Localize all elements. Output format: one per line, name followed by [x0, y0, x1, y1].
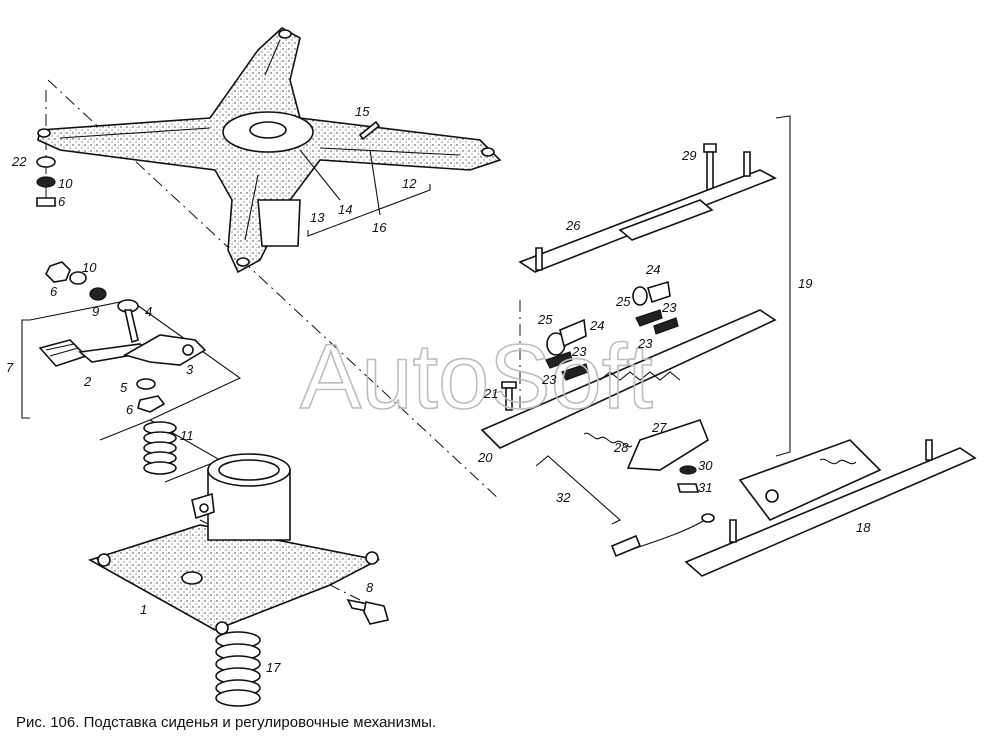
callout-19: 19: [798, 276, 812, 291]
callout-2: 2: [83, 374, 92, 389]
callout-5: 5: [120, 380, 128, 395]
callout-25: 25: [615, 294, 631, 309]
callout-24: 24: [589, 318, 604, 333]
spring-part-11: [99, 419, 222, 483]
callout-6: 6: [126, 402, 134, 417]
callout-6: 6: [50, 284, 58, 299]
callout-12: 12: [402, 176, 417, 191]
callout-4: 4: [145, 304, 152, 319]
spring-part-17: [215, 631, 261, 707]
callout-22: 22: [11, 154, 27, 169]
callout-labels: 22 10 6 15 12 14 13 16 10 6 9 4 7 2 3 5 …: [6, 104, 871, 675]
callout-15: 15: [355, 104, 370, 119]
callout-17: 17: [266, 660, 281, 675]
callout-1: 1: [140, 602, 147, 617]
callout-31: 31: [698, 480, 712, 495]
callout-10: 10: [82, 260, 97, 275]
callout-21: 21: [483, 386, 498, 401]
callout-23: 23: [541, 372, 557, 387]
bracket-13-16: [299, 149, 431, 237]
callout-16: 16: [372, 220, 387, 235]
bolt-part-8: [346, 598, 390, 625]
base-plate-part-1: [87, 453, 381, 635]
callout-25: 25: [537, 312, 553, 327]
callout-23: 23: [571, 344, 587, 359]
callout-18: 18: [856, 520, 871, 535]
cross-base-part-12: [37, 27, 502, 274]
callout-24: 24: [645, 262, 660, 277]
callout-20: 20: [477, 450, 493, 465]
callout-11: 11: [180, 428, 194, 443]
callout-10: 10: [58, 176, 73, 191]
callout-32: 32: [556, 490, 571, 505]
callout-9: 9: [92, 304, 99, 319]
rail-assembly-part-19: [480, 115, 791, 525]
callout-30: 30: [698, 458, 713, 473]
callout-29: 29: [681, 148, 696, 163]
rail-with-lever-part-18: [610, 439, 977, 577]
watermark-text: AutoSoft: [300, 326, 653, 428]
callout-23: 23: [637, 336, 653, 351]
callout-8: 8: [366, 580, 374, 595]
callout-13: 13: [310, 210, 325, 225]
callout-23: 23: [661, 300, 677, 315]
callout-7: 7: [6, 360, 14, 375]
callout-28: 28: [613, 440, 629, 455]
figure-caption: Рис. 106. Подставка сиденья и регулирово…: [16, 714, 437, 731]
pedal-assembly-part-7: [21, 261, 242, 421]
callout-6: 6: [58, 194, 66, 209]
pin-part-15: [358, 120, 381, 141]
callout-14: 14: [338, 202, 352, 217]
callout-26: 26: [565, 218, 581, 233]
callout-27: 27: [651, 420, 667, 435]
washer-stack-left: [36, 156, 56, 207]
callout-3: 3: [186, 362, 194, 377]
